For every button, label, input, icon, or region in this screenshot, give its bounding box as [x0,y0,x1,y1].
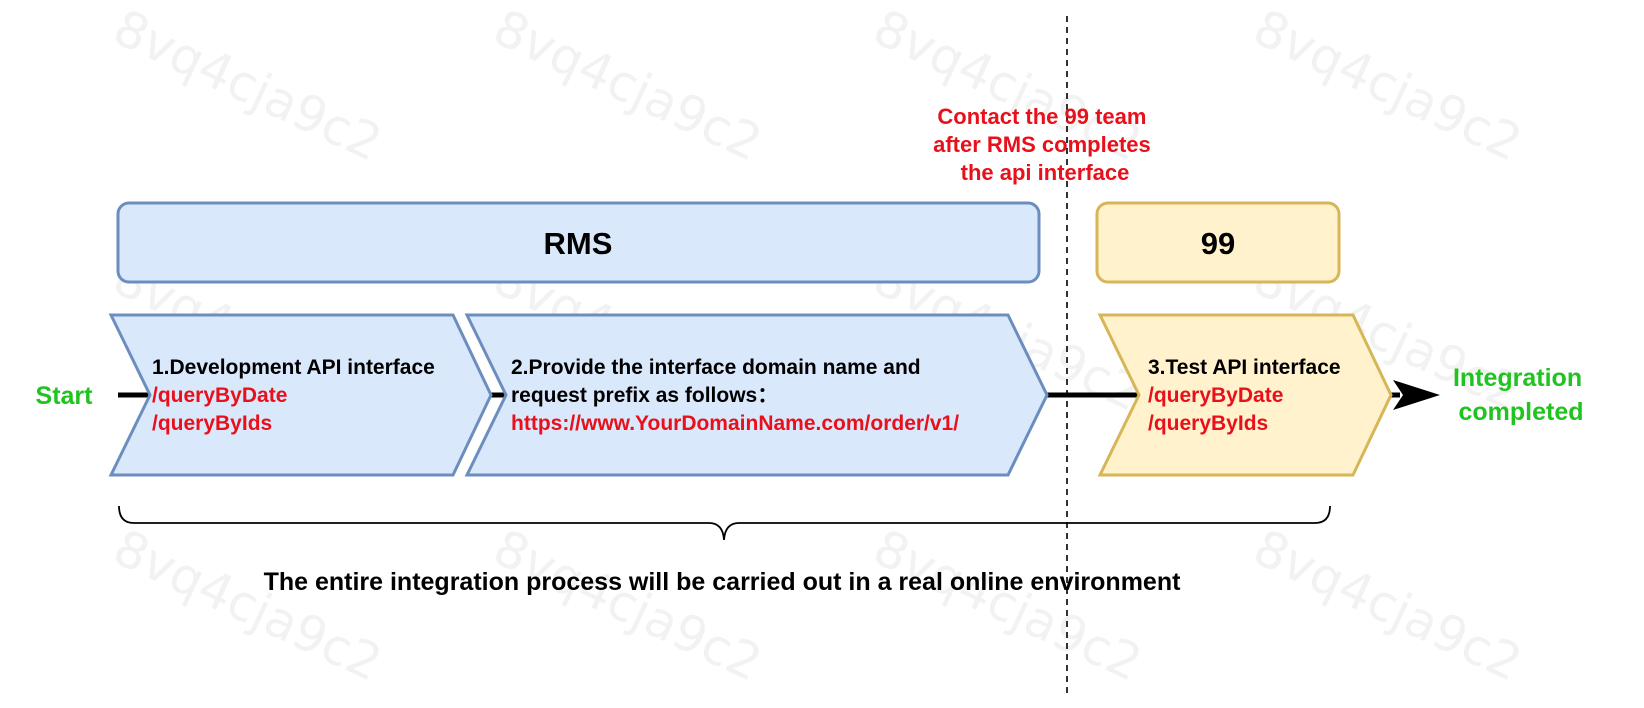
step-2-chevron [464,313,1049,477]
process-span-brace [118,505,1331,541]
step-1-chevron [108,313,493,477]
step-2-url: https://www.YourDomainName.com/order/v1/ [511,412,959,435]
rms-header-label: RMS [544,226,613,261]
step-3-chevron [1097,313,1393,477]
step-1-endpoint-2: /queryByIds [152,412,272,435]
contact-note-line-2: after RMS completes [933,132,1151,157]
step-2-title-line-2: request prefix as follows： [511,384,778,407]
footer-note: The entire integration process will be c… [264,568,1182,596]
watermark-text: 8vq4cja9c2 [485,518,771,692]
watermark-text: 8vq4cja9c2 [1245,518,1531,692]
step-3-endpoint-1: /queryByDate [1148,384,1283,407]
step-2-title: 2.Provide the interface domain name and [511,356,921,379]
end-label: Integration completed [1453,364,1589,426]
watermark-text: 8vq4cja9c2 [865,518,1151,692]
end-label-line-1: Integration [1453,364,1582,392]
watermark-text: 8vq4cja9c2 [485,0,771,173]
watermark-text: 8vq4cja9c2 [105,518,391,692]
step-1-endpoint-1: /queryByDate [152,384,287,407]
contact-note-line-3: the api interface [961,160,1130,185]
team-header-box [1095,201,1341,284]
team-header-label: 99 [1201,226,1235,261]
contact-note-line-1: Contact the 99 team [937,104,1146,129]
watermark-text: 8vq4cja9c2 [1245,0,1531,173]
step-3-title: 3.Test API interface [1148,356,1341,379]
flow-arrowhead [1393,380,1440,410]
end-label-line-2: completed [1458,398,1583,426]
rms-header-box [116,201,1041,284]
step-3-endpoint-2: /queryByIds [1148,412,1268,435]
contact-note: Contact the 99 team after RMS completes … [933,104,1157,185]
watermark-text: 8vq4cja9c2 [105,0,391,173]
step-1-title: 1.Development API interface [152,356,435,379]
start-label: Start [36,382,94,410]
